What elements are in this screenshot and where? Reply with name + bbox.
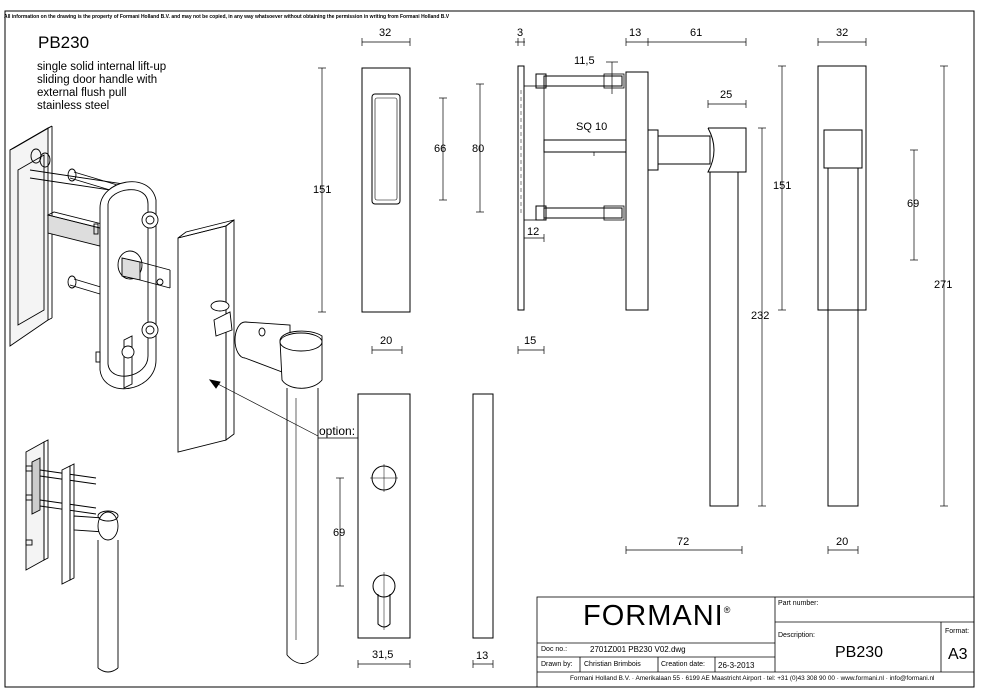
drawn-by-label: Drawn by: <box>541 661 573 668</box>
dim-label: 69 <box>333 527 346 539</box>
creation-date-value: 26-3-2013 <box>718 661 755 670</box>
handle-front-view <box>817 65 867 507</box>
description-line: single solid internal lift-up <box>37 61 167 73</box>
doc-number-label: Doc no.: <box>541 646 568 653</box>
format-value: A3 <box>948 646 968 663</box>
doc-number-value: 2701Z001 PB230 V02.dwg <box>590 645 686 654</box>
description-line: stainless steel <box>37 100 110 112</box>
dimension-lines <box>318 38 484 354</box>
description-label: Description: <box>778 632 815 639</box>
title-block <box>536 596 975 688</box>
flush-pull-front-view <box>361 67 411 313</box>
dim-label: 13 <box>629 27 642 39</box>
assembled-isometric-view <box>25 439 119 673</box>
option-label: option: <box>319 424 356 438</box>
description-line: external flush pull <box>37 87 127 99</box>
dim-label: 11,5 <box>574 55 595 67</box>
dim-label: 61 <box>690 27 703 39</box>
dim-label: 69 <box>907 198 920 210</box>
dim-label: 80 <box>472 143 485 155</box>
dim-label: 32 <box>836 27 849 39</box>
dim-label: 3 <box>517 27 524 39</box>
dim-label: 151 <box>313 184 332 196</box>
product-description: single solid internal lift-up sliding do… <box>37 61 166 113</box>
part-number-label: Part number: <box>778 600 819 607</box>
company-footer: Formani Holland B.V. · Amerikalaan 55 · … <box>570 675 935 682</box>
dim-label: 13 <box>476 650 489 662</box>
dim-label: 15 <box>524 335 537 347</box>
formani-logo: FORMANI® <box>583 600 732 632</box>
dim-label: 20 <box>380 335 393 347</box>
dim-label: 25 <box>720 89 733 101</box>
dim-label: SQ 10 <box>576 121 608 133</box>
sheet-border <box>4 10 975 688</box>
format-label: Format: <box>945 628 970 635</box>
drawing-title: PB230 <box>38 33 90 52</box>
dim-label: 232 <box>751 310 770 322</box>
part-number-value: PB230 <box>835 644 884 661</box>
dim-label: 31,5 <box>372 649 394 661</box>
brand-name: FORMANI <box>583 600 724 632</box>
dim-label: 271 <box>934 279 953 291</box>
dim-label: 72 <box>677 536 690 548</box>
copyright-notice: All information on the drawing is the pr… <box>4 14 450 20</box>
dim-label: 151 <box>773 180 792 192</box>
exploded-isometric-view <box>9 125 358 664</box>
description-line: sliding door handle with <box>37 74 158 86</box>
dim-label: 12 <box>527 226 540 238</box>
option-plate-view <box>357 393 494 639</box>
dim-label: 32 <box>379 27 392 39</box>
dim-label: 66 <box>434 143 447 155</box>
dim-label: 20 <box>836 536 849 548</box>
side-view-assembly <box>517 65 747 507</box>
drawn-by-value: Christian Brimbois <box>584 661 641 668</box>
creation-date-label: Creation date: <box>661 661 705 668</box>
